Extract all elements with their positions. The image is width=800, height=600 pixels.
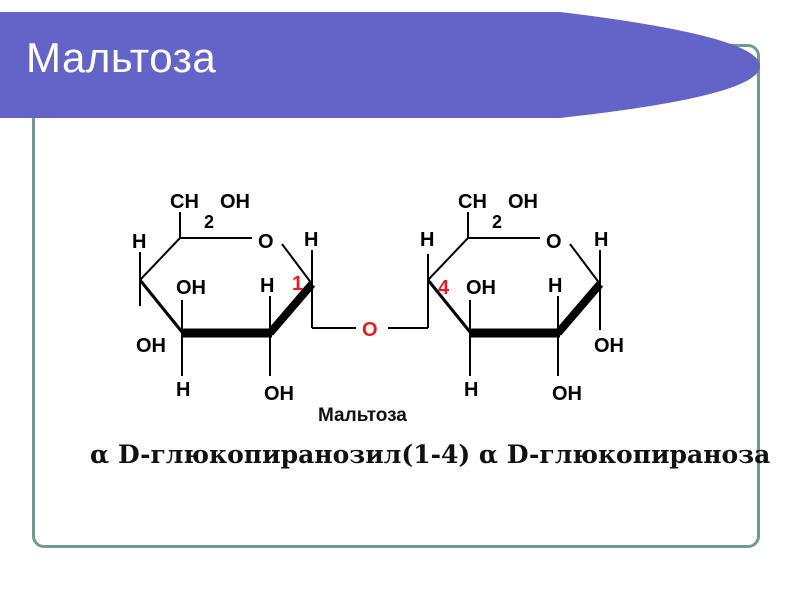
- right-h-c4: H: [420, 229, 434, 251]
- right-glucose-ring: [388, 212, 604, 376]
- right-h-c3: H: [464, 379, 478, 401]
- left-oh-c2: OH: [264, 383, 294, 405]
- left-ring-labels: CH 2 OH O H H OH H OH H OH 1: [132, 191, 318, 405]
- left-h-c1: H: [304, 229, 318, 251]
- right-ring-oxygen: O: [546, 231, 562, 253]
- left-oh-c4: OH: [136, 335, 166, 357]
- right-h-c1: H: [594, 229, 608, 251]
- right-h-c2: H: [548, 275, 562, 297]
- left-ring-oxygen: O: [258, 231, 274, 253]
- title-banner-shape: [0, 12, 760, 118]
- left-oh-c3-upper: OH: [176, 277, 206, 299]
- right-ch2oh-ch: CH: [458, 191, 487, 213]
- right-c4-number: 4: [438, 277, 450, 299]
- left-h-c3: H: [176, 379, 190, 401]
- right-oh-c2: OH: [552, 383, 582, 405]
- glycosidic-oxygen: O: [362, 319, 378, 341]
- right-ch2oh-oh: OH: [508, 191, 538, 213]
- slide-title: Мальтоза: [26, 34, 217, 81]
- left-ch2oh-sub: 2: [204, 212, 214, 232]
- left-glucose-ring: [138, 212, 356, 376]
- title-banner: [0, 12, 760, 118]
- left-ch2oh-oh: OH: [220, 191, 250, 213]
- left-ch2oh-ch: CH: [170, 191, 199, 213]
- right-ring-labels: CH 2 OH O H H 4 OH H OH H OH: [420, 191, 624, 405]
- systematic-name: α D-глюкопиранозил(1-4) α D-глюкопираноз…: [90, 440, 771, 469]
- structure-label: Мальтоза: [318, 405, 407, 426]
- right-oh-c1: OH: [594, 335, 624, 357]
- left-c1-number: 1: [292, 273, 303, 295]
- right-oh-c3: OH: [466, 277, 496, 299]
- right-ch2oh-sub: 2: [492, 212, 502, 232]
- left-h-top-left: H: [132, 231, 146, 253]
- left-h-c2: H: [260, 275, 274, 297]
